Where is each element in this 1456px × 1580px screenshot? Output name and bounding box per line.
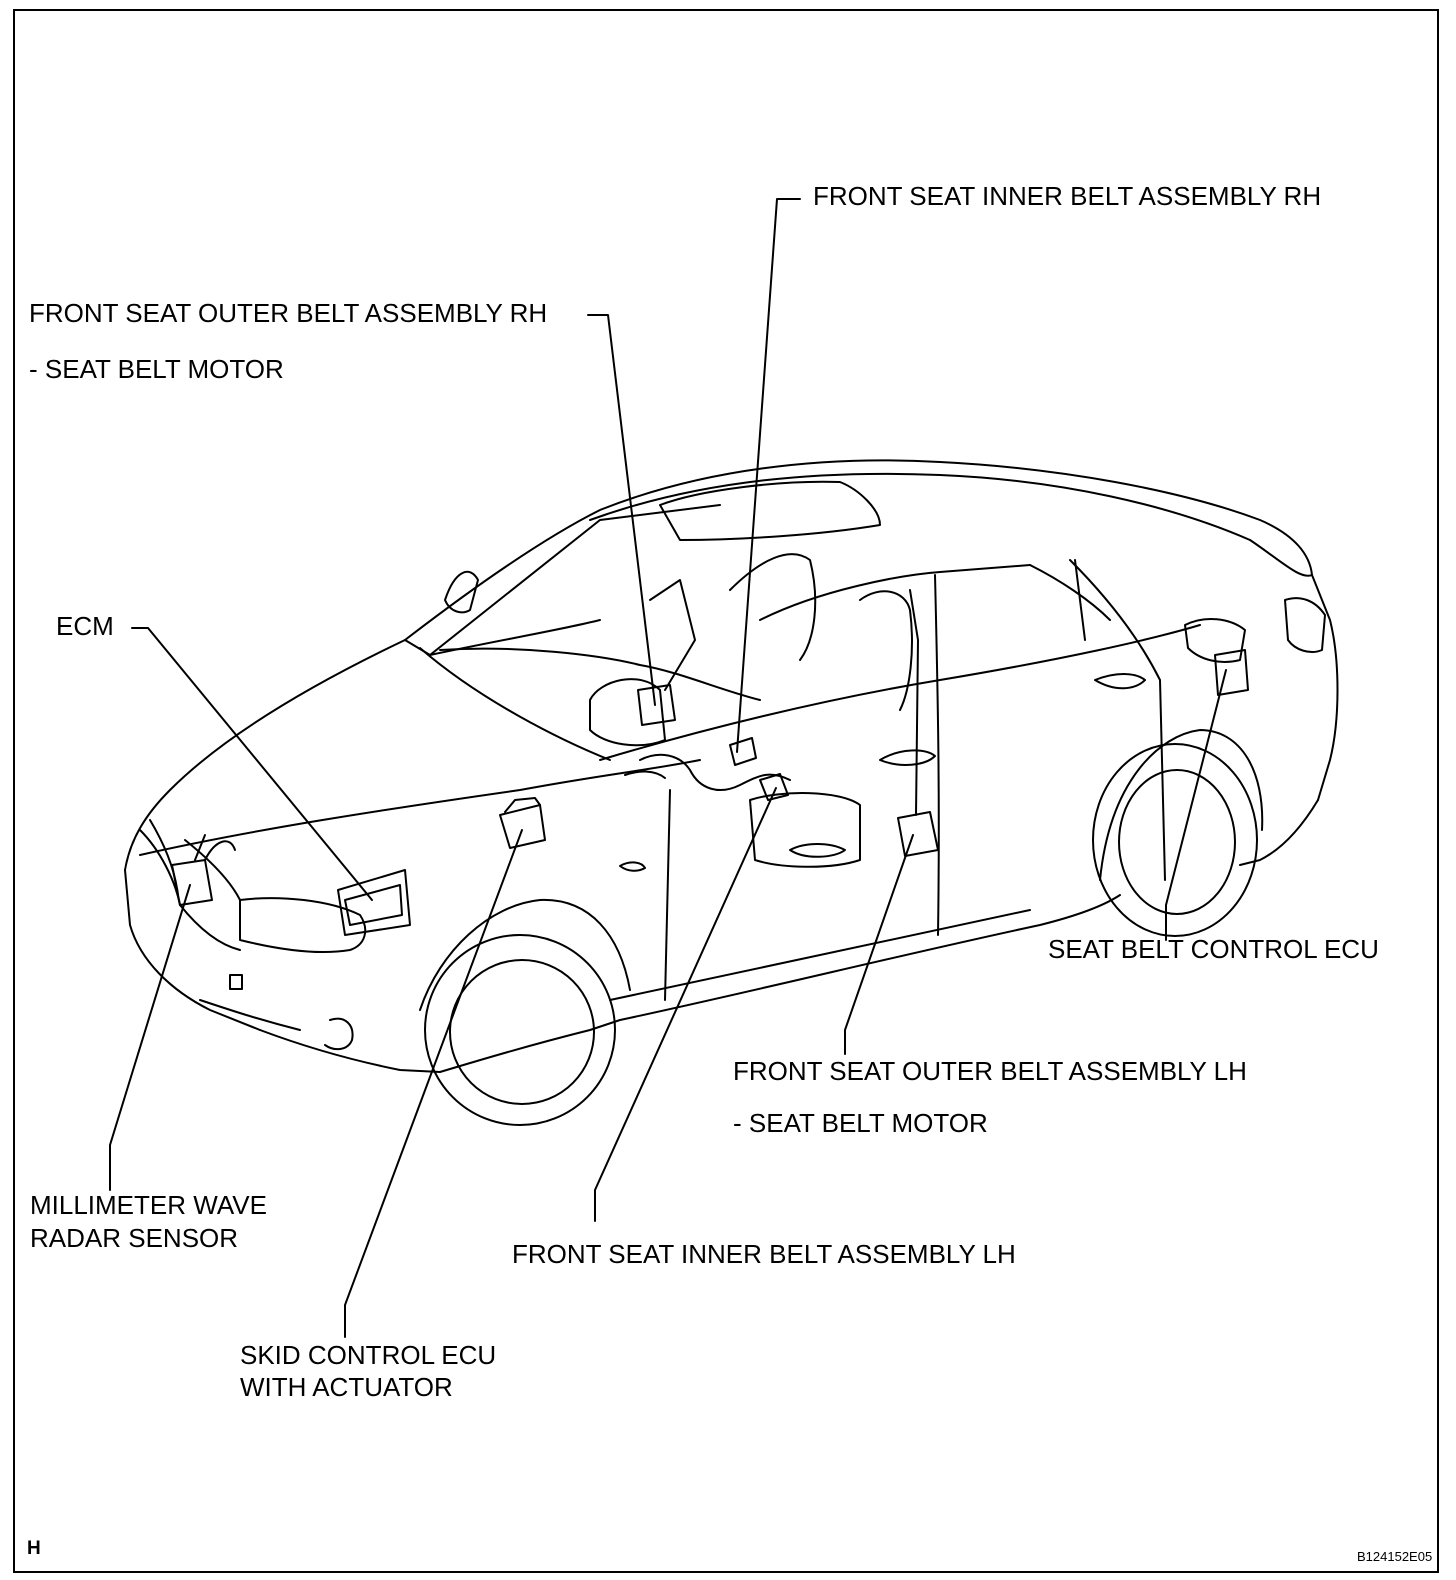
- label-outer-rh-seat-belt-motor: - SEAT BELT MOTOR: [29, 354, 284, 384]
- inner-belt-units: [729, 737, 789, 801]
- label-millimeter-wave-line1: MILLIMETER WAVE: [30, 1190, 267, 1220]
- components: [171, 579, 1249, 936]
- label-front-seat-outer-belt-rh: FRONT SEAT OUTER BELT ASSEMBLY RH: [29, 298, 548, 328]
- label-radar-sensor-line2: RADAR SENSOR: [30, 1223, 239, 1253]
- leader-lines: [109, 198, 1227, 1338]
- outer-belt-rh-unit: [637, 579, 696, 726]
- car-body: [124, 459, 1339, 1126]
- label-skid-control-ecu-line1: SKID CONTROL ECU: [240, 1340, 497, 1370]
- radar-sensor-unit: [171, 834, 236, 906]
- figure-code: B124152E05: [1357, 1549, 1433, 1564]
- outer-belt-lh-unit: [897, 589, 939, 857]
- label-ecm: ECM: [56, 611, 114, 641]
- label-seat-belt-control-ecu: SEAT BELT CONTROL ECU: [1048, 934, 1379, 964]
- corner-letter: H: [27, 1538, 41, 1559]
- ecm-unit: [337, 869, 411, 936]
- label-with-actuator-line2: WITH ACTUATOR: [240, 1372, 453, 1402]
- label-front-seat-inner-belt-lh: FRONT SEAT INNER BELT ASSEMBLY LH: [512, 1239, 1016, 1269]
- diagram-frame: [13, 9, 1439, 1573]
- seat-belt-control-ecu-unit: [1214, 649, 1249, 696]
- skid-control-ecu-unit: [499, 797, 546, 849]
- label-front-seat-outer-belt-lh: FRONT SEAT OUTER BELT ASSEMBLY LH: [733, 1056, 1247, 1086]
- label-front-seat-inner-belt-rh: FRONT SEAT INNER BELT ASSEMBLY RH: [813, 181, 1322, 211]
- label-outer-lh-seat-belt-motor: - SEAT BELT MOTOR: [733, 1108, 988, 1138]
